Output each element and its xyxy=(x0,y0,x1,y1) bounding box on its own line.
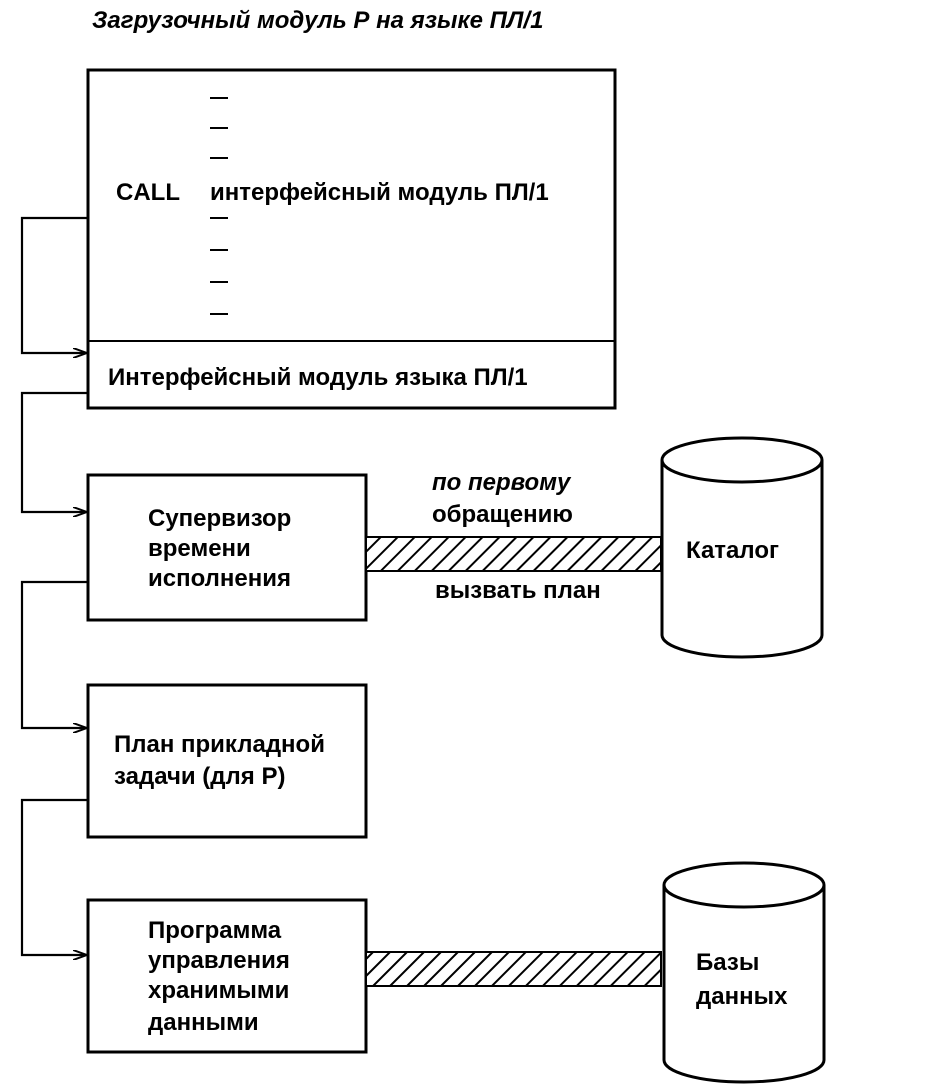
storage-manager-line-4: данными xyxy=(148,1009,259,1036)
code-dashes-above xyxy=(210,97,228,159)
supervisor-line-2: времени xyxy=(148,535,251,562)
supervisor-line-1: Супервизор xyxy=(148,505,291,532)
catalog-link-band xyxy=(365,536,662,572)
catalog-label: Каталог xyxy=(686,537,779,564)
supervisor-line-3: исполнения xyxy=(148,565,291,592)
flow-call-to-interface xyxy=(20,216,88,353)
flow-supervisor-to-plan xyxy=(20,580,88,728)
flow-interface-to-supervisor xyxy=(20,391,88,512)
database-link-band xyxy=(365,951,662,987)
call-keyword: CALL xyxy=(116,179,180,206)
databases-label-1: Базы xyxy=(696,949,759,976)
flow-plan-to-storage xyxy=(20,798,88,955)
storage-manager-line-2: управления xyxy=(148,947,290,974)
supervisor-box xyxy=(86,473,368,622)
catalog-cylinder xyxy=(660,436,824,659)
storage-manager-line-1: Программа xyxy=(148,917,282,944)
databases-cylinder xyxy=(662,861,826,1084)
plan-box xyxy=(86,683,368,839)
link-note-top-2: обращению xyxy=(432,501,573,528)
interface-module-label: Интерфейсный модуль языка ПЛ/1 xyxy=(108,364,528,391)
link-note-top-1: по первому xyxy=(432,469,572,496)
databases-label-2: данных xyxy=(696,983,788,1010)
storage-manager-box xyxy=(86,898,368,1054)
plan-line-1: План прикладной xyxy=(114,731,325,758)
diagram-title: Загрузочный модуль Р на языке ПЛ/1 xyxy=(92,7,543,34)
storage-manager-line-3: хранимыми xyxy=(148,977,289,1004)
call-target-label: интерфейсный модуль ПЛ/1 xyxy=(210,179,549,206)
plan-line-2: задачи (для Р) xyxy=(114,763,285,790)
load-module-box xyxy=(86,68,617,410)
code-dashes-below xyxy=(210,217,228,315)
link-note-bottom: вызвать план xyxy=(435,577,601,604)
